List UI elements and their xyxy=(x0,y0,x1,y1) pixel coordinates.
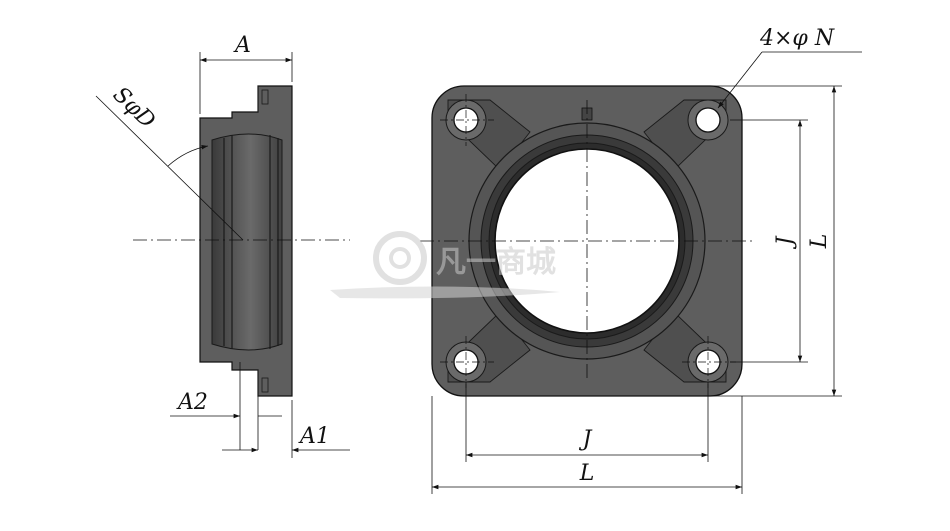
dim-label-a: A xyxy=(233,33,251,58)
front-view: 4×φ N J L J L xyxy=(420,26,862,494)
watermark: 凡一商城 xyxy=(330,231,560,299)
dim-label-j-vertical: J xyxy=(773,235,798,249)
dim-label-l-vertical: L xyxy=(807,234,832,250)
watermark-text: 凡一商城 xyxy=(436,245,556,280)
spherical-bore xyxy=(211,133,283,351)
dim-label-l-horizontal: L xyxy=(579,461,595,486)
dim-label-sphere-d: SφD xyxy=(108,82,160,134)
dim-label-a2: A2 xyxy=(176,390,208,415)
dim-label-a1: A1 xyxy=(298,424,330,449)
dim-label-j-horizontal: J xyxy=(579,427,593,452)
holes-callout: 4×φ N xyxy=(759,26,835,51)
side-view: A SφD A2 A1 xyxy=(95,33,350,458)
bolt-hole-top-right xyxy=(695,107,721,133)
